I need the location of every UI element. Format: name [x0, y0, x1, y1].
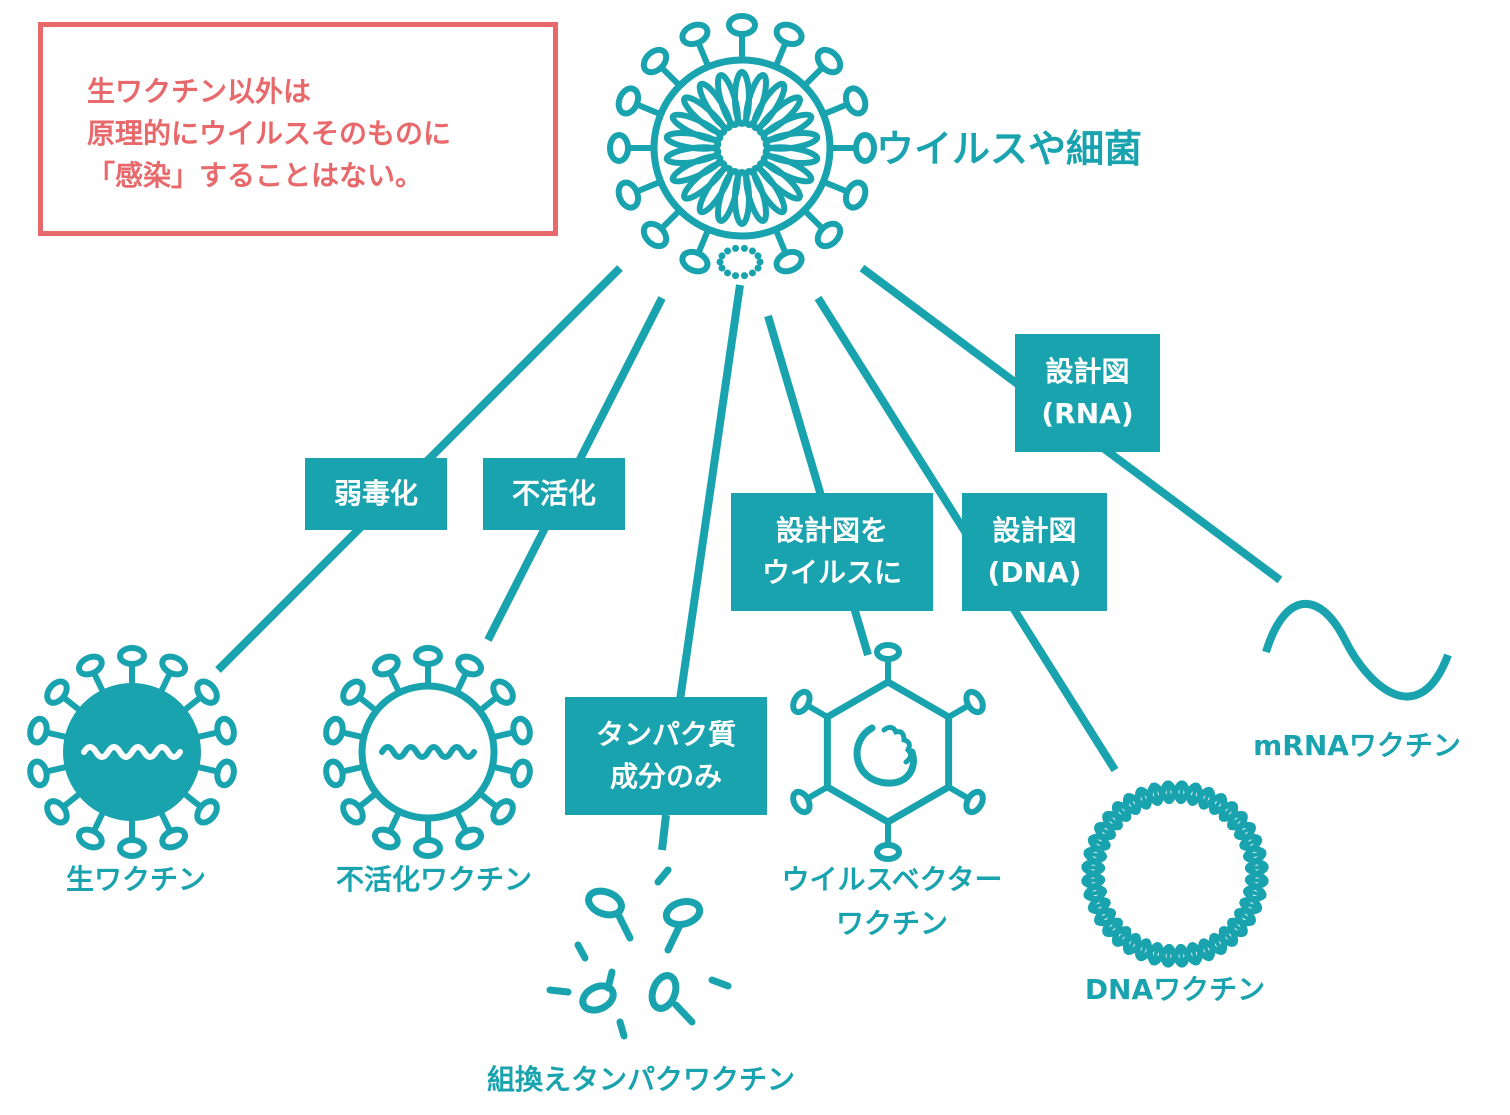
caption-dna-vaccine: DNAワクチン — [1084, 973, 1266, 1006]
live-vaccine-icon — [27, 645, 237, 859]
caption-mrna-vaccine: mRNAワクチン — [1253, 729, 1461, 762]
mrna-wave-icon — [1262, 599, 1452, 701]
method-blueprint-to-virus: 設計図を ウイルスに — [731, 493, 933, 611]
caption-live-vaccine: 生ワクチン — [65, 863, 206, 896]
note-line-1: 生ワクチン以外は — [87, 75, 312, 108]
method-blueprint-dna-line-1: 設計図 — [992, 514, 1077, 547]
connector-protein-lower — [658, 814, 670, 851]
protein-fragments-icon — [546, 866, 732, 1040]
method-blueprint-rna: 設計図 (RNA) — [1015, 334, 1160, 452]
dna-ring-icon — [1081, 780, 1269, 968]
caption-recombinant-protein-vaccine: 組換えタンパクワクチン — [486, 1063, 795, 1096]
method-blueprint-rna-line-2: (RNA) — [1041, 397, 1134, 430]
caption-viral-vector-line-1: ウイルスベクター — [781, 863, 1003, 896]
caption-inactivated-vaccine: 不活化ワクチン — [335, 863, 532, 896]
note-box: 生ワクチン以外は 原理的にウイルスそのものに 「感染」することはない。 — [38, 22, 558, 236]
virus-icon — [607, 13, 877, 280]
method-protein-line-1: タンパク質 — [595, 718, 736, 751]
method-protein-only: タンパク質 成分のみ — [565, 697, 767, 815]
source-label: ウイルスや細菌 — [876, 127, 1143, 171]
caption-viral-vector-vaccine: ウイルスベクター ワクチン — [758, 858, 1026, 946]
inactivated-vaccine-icon — [323, 645, 533, 859]
method-attenuation: 弱毒化 — [305, 458, 447, 530]
method-blueprint-virus-line-1: 設計図を — [775, 514, 888, 547]
method-inactivation: 不活化 — [483, 458, 625, 530]
method-attenuation-label: 弱毒化 — [333, 477, 418, 510]
note-line-3: 「感染」することはない。 — [87, 159, 424, 192]
caption-viral-vector-line-2: ワクチン — [835, 907, 948, 940]
viral-vector-icon — [790, 642, 986, 862]
method-blueprint-dna-line-2: (DNA) — [987, 556, 1082, 589]
method-blueprint-virus-line-2: ウイルスに — [761, 556, 902, 589]
method-blueprint-dna: 設計図 (DNA) — [962, 493, 1107, 611]
note-line-2: 原理的にウイルスそのものに — [87, 117, 452, 150]
method-protein-line-2: 成分のみ — [609, 760, 722, 793]
method-blueprint-rna-line-1: 設計図 — [1045, 355, 1130, 388]
method-inactivation-label: 不活化 — [511, 477, 596, 510]
connector-protein — [676, 284, 744, 701]
